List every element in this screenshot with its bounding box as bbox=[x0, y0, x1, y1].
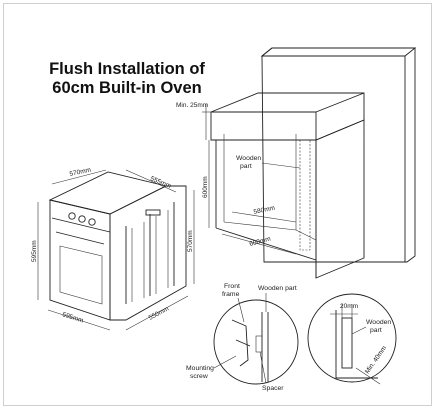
diagram-frame bbox=[3, 3, 432, 406]
oven bbox=[48, 171, 187, 321]
knob-3 bbox=[88, 218, 96, 226]
detail-right bbox=[307, 293, 397, 385]
front-frame-label-1: Front bbox=[224, 283, 240, 290]
cabinet-wooden-label-1: Wooden bbox=[236, 155, 261, 162]
title-line-2: 60cm Built-in Oven bbox=[52, 79, 202, 97]
min-40mm-label: Min. 40mm bbox=[364, 345, 388, 375]
oven-top-depth-label: 555mm bbox=[149, 175, 172, 190]
inner-width-label: 580mm bbox=[253, 205, 276, 216]
right-detail-wooden-label-2: part bbox=[370, 327, 382, 334]
oven-top-width-label: 570mm bbox=[69, 167, 92, 178]
inner-width-dim-line bbox=[231, 211, 297, 223]
detail-left bbox=[213, 299, 299, 385]
opening-height-label: 600mm bbox=[202, 176, 209, 198]
oven-bottom-depth-label: 550mm bbox=[148, 305, 170, 321]
knob-1 bbox=[68, 212, 76, 220]
title-line-1: Flush Installation of bbox=[49, 60, 205, 78]
spacer-label: Spacer bbox=[262, 385, 284, 392]
min-gap-label: Min. 25mm bbox=[176, 102, 208, 109]
oven-height-label: 595mm bbox=[31, 240, 38, 262]
oven-bottom-width-label: 595mm bbox=[61, 311, 84, 324]
right-detail-wooden-label-1: Wooden bbox=[366, 319, 391, 326]
mounting-screw-label-1: Mounting bbox=[186, 365, 214, 372]
opening-width-label: 600mm bbox=[249, 236, 272, 248]
cabinet-wooden-label-2: part bbox=[240, 163, 252, 170]
gap-20mm-label: 20mm bbox=[340, 303, 358, 310]
knob-2 bbox=[78, 215, 86, 223]
cabinet bbox=[210, 47, 417, 279]
diagram-title: Flush Installation of 60cm Built-in Oven bbox=[34, 60, 220, 98]
mounting-screw-label-2: screw bbox=[190, 373, 208, 380]
front-frame-label-2: frame bbox=[222, 291, 240, 298]
oven-side-height-label: 570mm bbox=[187, 230, 194, 252]
opening-width-dim-line bbox=[221, 233, 297, 255]
left-detail-wooden-label: Wooden part bbox=[258, 285, 297, 292]
